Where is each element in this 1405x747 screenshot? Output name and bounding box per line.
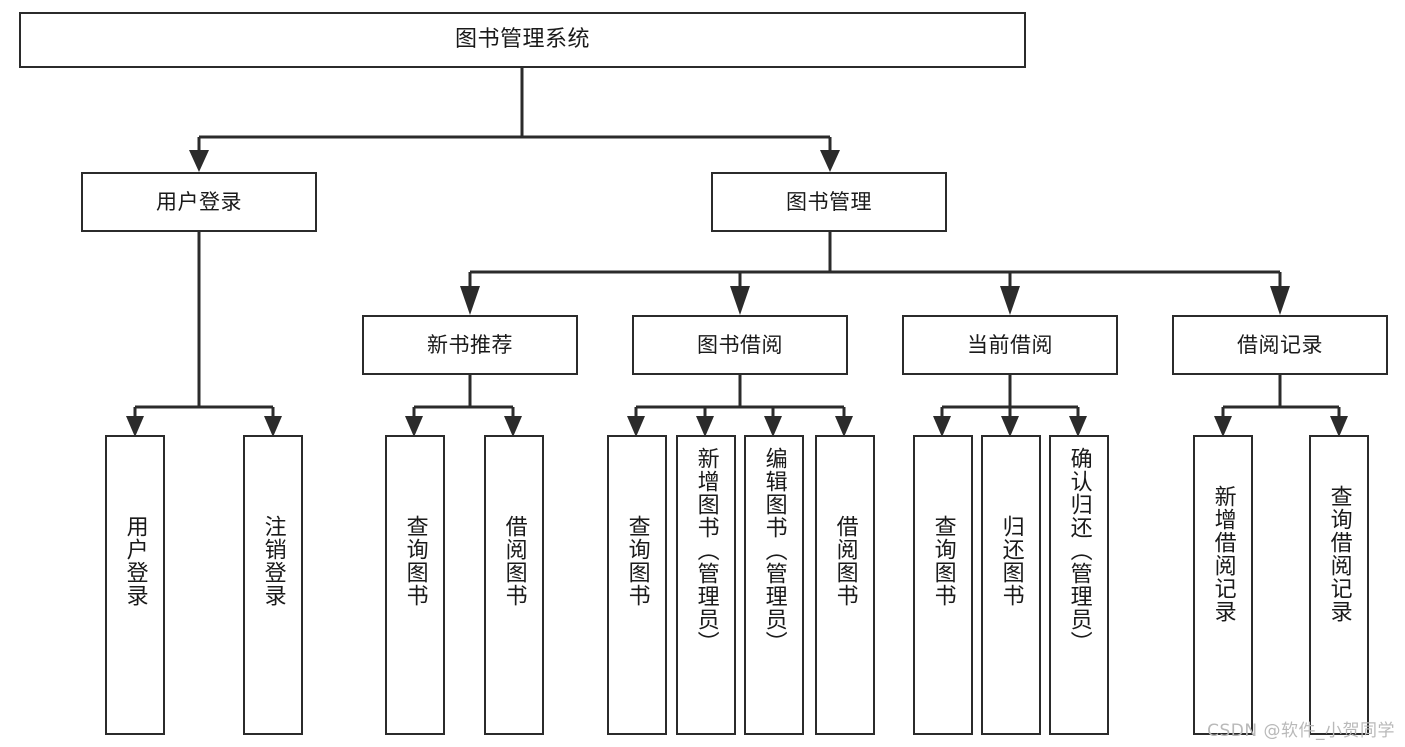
leaf-current-return-book[interactable]: 归还图书: [981, 435, 1041, 735]
node-current-borrow-label: 当前借阅: [967, 332, 1053, 357]
node-user-login[interactable]: 用户登录: [81, 172, 317, 232]
leaf-current-query-book-label: 查询图书: [930, 515, 956, 607]
leaf-user-login-label: 用户登录: [122, 515, 148, 607]
node-book-admin[interactable]: 图书管理: [711, 172, 947, 232]
leaf-borrow-add-book-label: 新增图书（管理员）: [693, 447, 719, 654]
leaf-current-confirm-return-label: 确认归还（管理员）: [1066, 447, 1092, 654]
leaf-record-query[interactable]: 查询借阅记录: [1309, 435, 1369, 735]
node-root-label: 图书管理系统: [454, 27, 590, 53]
node-book-borrow[interactable]: 图书借阅: [632, 315, 848, 375]
leaf-current-return-book-label: 归还图书: [998, 515, 1024, 607]
leaf-recommend-query-book-label: 查询图书: [402, 515, 428, 607]
leaf-logout[interactable]: 注销登录: [243, 435, 303, 735]
leaf-record-query-label: 查询借阅记录: [1326, 485, 1352, 623]
leaf-borrow-query-book-label: 查询图书: [624, 515, 650, 607]
node-borrow-record[interactable]: 借阅记录: [1172, 315, 1388, 375]
leaf-current-query-book[interactable]: 查询图书: [913, 435, 973, 735]
node-user-login-label: 用户登录: [156, 189, 242, 214]
leaf-user-login[interactable]: 用户登录: [105, 435, 165, 735]
leaf-recommend-borrow-book[interactable]: 借阅图书: [484, 435, 544, 735]
leaf-recommend-query-book[interactable]: 查询图书: [385, 435, 445, 735]
leaf-borrow-edit-book[interactable]: 编辑图书（管理员）: [744, 435, 804, 735]
node-root[interactable]: 图书管理系统: [19, 12, 1026, 68]
leaf-borrow-do-book[interactable]: 借阅图书: [815, 435, 875, 735]
node-new-book-recommend-label: 新书推荐: [427, 332, 513, 357]
node-current-borrow[interactable]: 当前借阅: [902, 315, 1118, 375]
node-borrow-record-label: 借阅记录: [1237, 332, 1323, 357]
leaf-record-add-label: 新增借阅记录: [1210, 485, 1236, 623]
watermark: CSDN @软件_小贺同学: [1207, 721, 1395, 741]
leaf-current-confirm-return[interactable]: 确认归还（管理员）: [1049, 435, 1109, 735]
leaf-borrow-do-book-label: 借阅图书: [832, 515, 858, 607]
leaf-record-add[interactable]: 新增借阅记录: [1193, 435, 1253, 735]
leaf-recommend-borrow-book-label: 借阅图书: [501, 515, 527, 607]
leaf-borrow-edit-book-label: 编辑图书（管理员）: [761, 447, 787, 654]
node-book-borrow-label: 图书借阅: [697, 332, 783, 357]
leaf-borrow-query-book[interactable]: 查询图书: [607, 435, 667, 735]
leaf-logout-label: 注销登录: [260, 515, 286, 607]
leaf-borrow-add-book[interactable]: 新增图书（管理员）: [676, 435, 736, 735]
node-book-admin-label: 图书管理: [786, 189, 872, 214]
node-new-book-recommend[interactable]: 新书推荐: [362, 315, 578, 375]
